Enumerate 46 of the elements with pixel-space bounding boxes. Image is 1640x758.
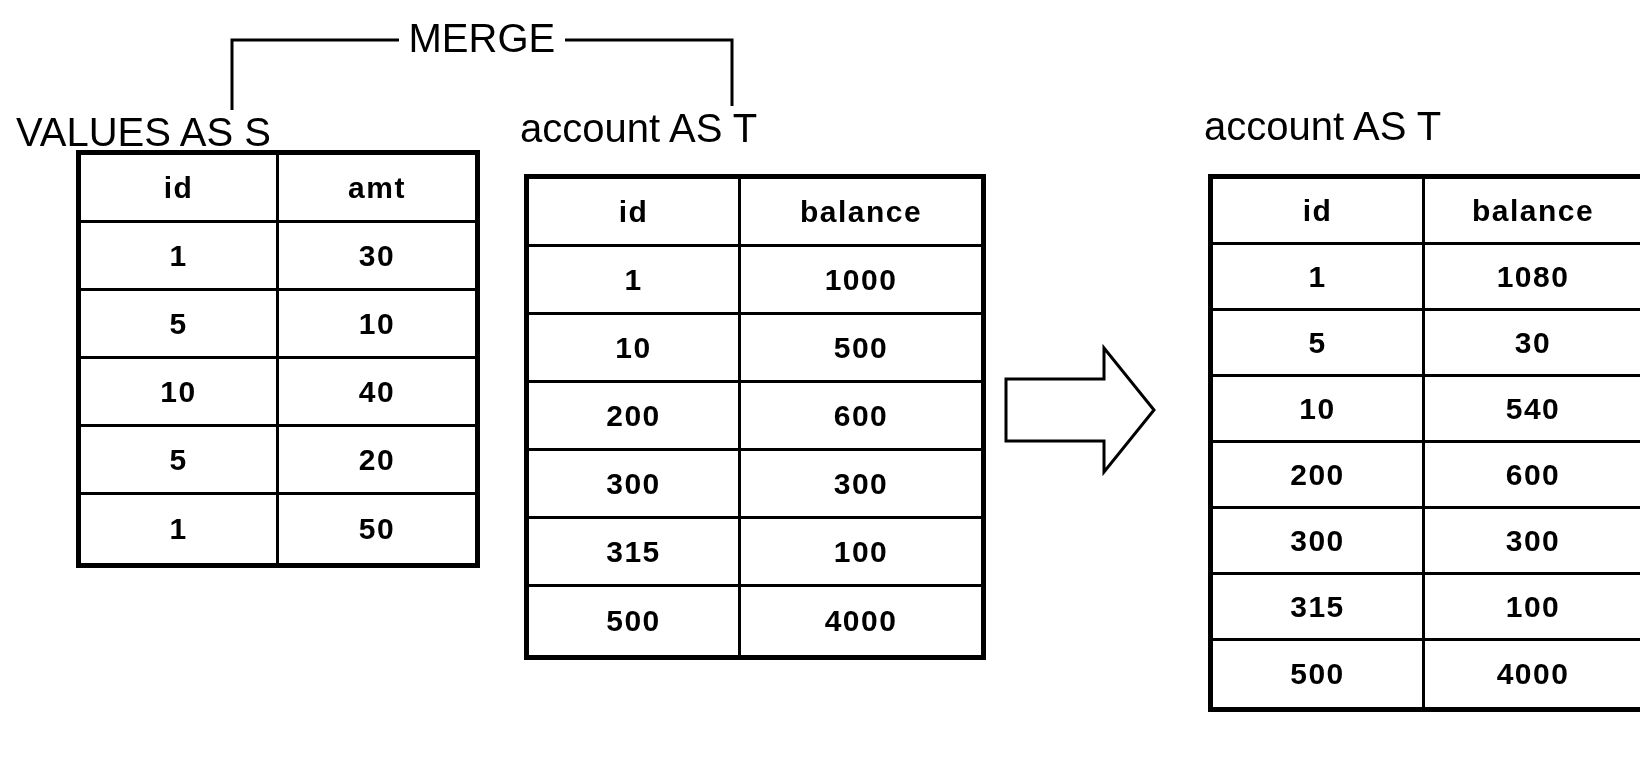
table-cell: 5: [81, 291, 279, 359]
table-cell: 1: [1213, 245, 1425, 311]
table-cell: 300: [741, 451, 981, 519]
table-cell-text: 4000: [1495, 656, 1571, 692]
table-cell: 200: [1213, 443, 1425, 509]
table-cell: 500: [1213, 641, 1425, 707]
table-cell: 30: [279, 223, 475, 291]
table-cell-text: 50: [357, 511, 397, 547]
block-arrow: [1004, 343, 1156, 477]
column-header: id: [1213, 179, 1425, 245]
table-cell: 10: [279, 291, 475, 359]
table-cell: 30: [1425, 311, 1640, 377]
column-header: balance: [1425, 179, 1640, 245]
table-cell: 500: [529, 587, 741, 655]
table-cell: 600: [1425, 443, 1640, 509]
table-cell: 315: [1213, 575, 1425, 641]
column-header: amt: [279, 155, 475, 223]
column-header: id: [81, 155, 279, 223]
table-caption: account AS T: [1204, 104, 1442, 148]
table-cell-text: 4000: [823, 603, 899, 639]
table-cell: 100: [741, 519, 981, 587]
table-cell: 1: [529, 247, 741, 315]
table-cell: 500: [741, 315, 981, 383]
table-cell: 300: [1213, 509, 1425, 575]
table-cell: 10: [529, 315, 741, 383]
table-cell: 300: [1425, 509, 1640, 575]
table-cell: 300: [529, 451, 741, 519]
column-header: balance: [741, 179, 981, 247]
table-cell: 40: [279, 359, 475, 427]
table-cell: 10: [81, 359, 279, 427]
table-cell: 100: [1425, 575, 1640, 641]
table-cell: 315: [529, 519, 741, 587]
table-cell: 1000: [741, 247, 981, 315]
column-header: id: [529, 179, 741, 247]
table-cell: 200: [529, 383, 741, 451]
table-cell: 5: [81, 427, 279, 495]
table-cell: 5: [1213, 311, 1425, 377]
table-cell: 1080: [1425, 245, 1640, 311]
table-caption: account AS T: [520, 106, 758, 150]
table-cell: 20: [279, 427, 475, 495]
table-cell: 540: [1425, 377, 1640, 443]
table-caption: VALUES AS S: [16, 110, 271, 154]
table-cell: 10: [1213, 377, 1425, 443]
table-cell: 600: [741, 383, 981, 451]
table-cell: 1: [81, 223, 279, 291]
table-cell: 1: [81, 495, 279, 563]
